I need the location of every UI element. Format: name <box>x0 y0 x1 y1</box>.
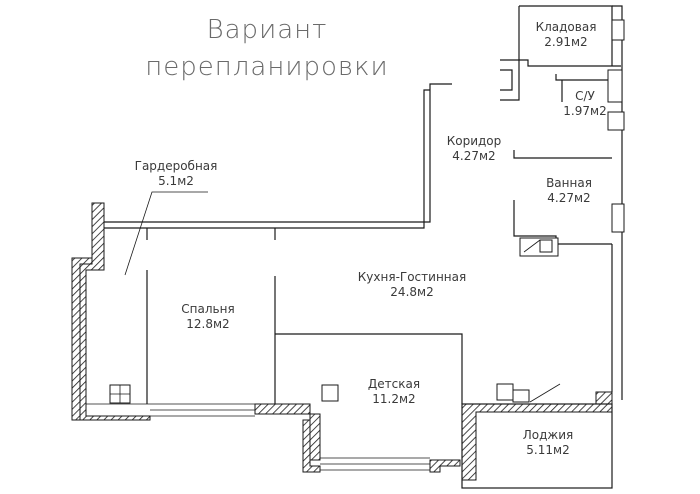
service-niche <box>500 59 520 101</box>
partition-top <box>104 83 452 223</box>
loggia-outline <box>461 403 613 489</box>
loggia-fixture <box>496 383 514 401</box>
room-label-bedroom: Спальня 12.8м2 <box>181 302 234 332</box>
shaft-wc <box>607 69 623 103</box>
plan-title-line1: Вариант <box>206 15 328 45</box>
wardrobe-callout <box>124 191 208 276</box>
room-name: Гардеробная <box>134 159 218 173</box>
room-label-bathroom: Ванная 4.27м2 <box>546 176 592 206</box>
room-area: 1.97м2 <box>563 104 607 118</box>
service-right-wall <box>612 5 623 400</box>
room-area: 5.11м2 <box>526 443 570 457</box>
wc-wall <box>555 74 612 81</box>
room-label-loggia: Лоджия 5.11м2 <box>523 428 574 458</box>
loggia-fixture <box>512 389 530 403</box>
loggia-column <box>595 391 613 405</box>
room-label-kids-room: Детская 11.2м2 <box>368 377 420 407</box>
room-area: 11.2м2 <box>372 392 416 406</box>
room-area: 2.91м2 <box>544 35 588 49</box>
room-area: 5.1м2 <box>158 174 194 188</box>
room-label-kitchen-living: Кухня-Гостинная 24.8м2 <box>358 270 466 300</box>
exterior-wall-kids <box>254 403 321 461</box>
room-name: Лоджия <box>522 428 574 442</box>
room-label-wc: С/У 1.97м2 <box>563 89 606 119</box>
exterior-wall-left-outer <box>71 257 93 421</box>
shaft-pantry <box>611 19 625 41</box>
room-label-wardrobe: Гардеробная 5.1м2 <box>135 159 218 189</box>
room-name: Детская <box>367 377 421 391</box>
room-name: С/У <box>575 89 595 103</box>
room-name: Спальня <box>181 302 235 316</box>
shaft-bathroom <box>611 203 625 233</box>
room-area: 12.8м2 <box>186 317 230 331</box>
service-niche-inner <box>500 69 513 91</box>
room-name: Ванная <box>546 176 592 190</box>
door-swing <box>529 383 561 403</box>
room-name: Кухня-Гостинная <box>357 270 467 284</box>
room-label-corridor: Коридор 4.27м2 <box>447 134 502 164</box>
room-name: Кладовая <box>535 20 597 34</box>
room-area: 4.27м2 <box>547 191 591 205</box>
bathroom-wall-top <box>513 150 612 159</box>
room-area: 4.27м2 <box>452 149 496 163</box>
exterior-wall-kids-outer <box>302 419 321 473</box>
partition-top-inner <box>104 89 430 229</box>
exterior-wall-kids-right <box>429 459 461 473</box>
kids-room-wall <box>275 333 463 404</box>
pantry-wall <box>518 6 621 67</box>
room-label-pantry: Кладовая 2.91м2 <box>536 20 597 50</box>
kids-room-column <box>321 384 339 402</box>
bathroom-wall-bottom <box>513 200 612 245</box>
plan-title-line2: перепланировки <box>145 52 389 82</box>
room-area: 24.8м2 <box>390 285 434 299</box>
room-name: Коридор <box>446 134 502 148</box>
shaft-wc-small <box>607 111 625 131</box>
